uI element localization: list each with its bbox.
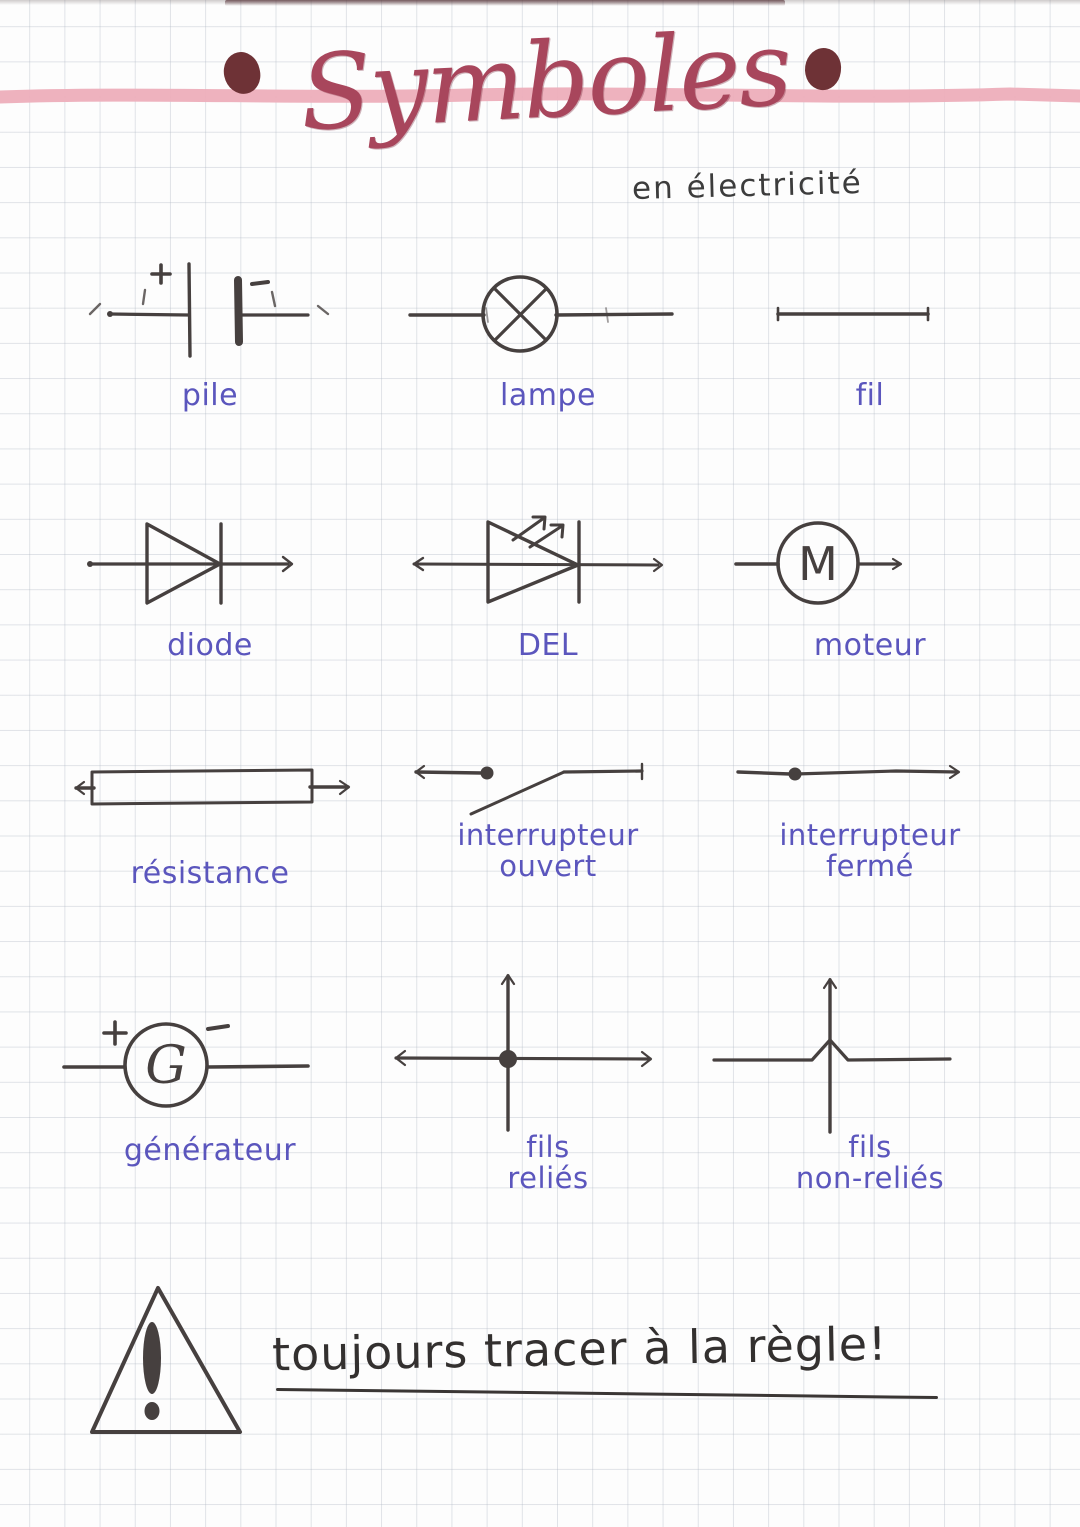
- symbol-cell-resistance: résistance: [40, 740, 380, 890]
- label-line-2: reliés: [507, 1161, 589, 1196]
- symbol-label-fil: fil: [855, 378, 885, 413]
- symbol-label-fils-relies: fils reliés: [378, 1130, 718, 1196]
- page-subtitle: en électricité: [631, 164, 864, 208]
- pink-highlighter-stroke: [0, 87, 1080, 104]
- label-line-2: ouvert: [499, 849, 597, 884]
- symbol-cell-diode: diode: [40, 502, 380, 662]
- generator-letter: G: [145, 1036, 187, 1096]
- diode-icon: [40, 502, 380, 652]
- symbol-label-pile: pile: [181, 378, 239, 413]
- wires-not-connected-icon: [700, 960, 1040, 1160]
- title-dot-right: [802, 45, 844, 93]
- symbol-cell-del: DEL: [378, 502, 718, 662]
- generator-circle-g-icon: G: [40, 995, 380, 1145]
- symbol-label-fils-non-relies: fils non-reliés: [700, 1130, 1040, 1196]
- battery-cell-icon: [40, 252, 380, 402]
- symbol-cell-pile: pile: [40, 252, 380, 412]
- label-line-1: interrupteur: [779, 818, 961, 852]
- symbol-label-interrupteur-ouvert: interrupteur ouvert: [378, 818, 718, 884]
- led-icon: [378, 502, 718, 652]
- symbol-cell-fil: fil: [700, 252, 1040, 412]
- lamp-crossed-circle-icon: [378, 252, 718, 402]
- page-title: Symboles: [297, 7, 793, 155]
- label-line-1: fils: [848, 1130, 892, 1164]
- symbol-cell-interrupteur-ferme: interrupteur fermé: [700, 740, 1040, 890]
- page-top-smudge: [225, 0, 785, 6]
- label-line-2: non-reliés: [795, 1161, 945, 1196]
- symbol-label-moteur: moteur: [813, 628, 927, 663]
- warning-triangle-exclamation-icon: [84, 1280, 264, 1450]
- symbol-cell-generateur: G générateur: [40, 995, 380, 1167]
- symbol-cell-moteur: M moteur: [700, 502, 1040, 662]
- motor-circle-m-icon: M: [700, 502, 1040, 652]
- switch-closed-icon: [700, 740, 1040, 890]
- motor-letter: M: [798, 537, 838, 591]
- symbol-label-interrupteur-ferme: interrupteur fermé: [700, 818, 1040, 884]
- symbol-cell-fils-non-relies: fils non-reliés: [700, 960, 1040, 1194]
- symbol-cell-interrupteur-ouvert: interrupteur ouvert: [378, 740, 718, 890]
- wire-line-icon: [700, 252, 1040, 402]
- symbol-cell-lampe: lampe: [378, 252, 718, 412]
- label-line-1: fils: [526, 1130, 570, 1164]
- symbol-label-diode: diode: [167, 628, 253, 663]
- label-line-1: interrupteur: [457, 818, 639, 852]
- wires-connected-icon: [378, 960, 718, 1160]
- symbol-label-del: DEL: [517, 628, 579, 663]
- symbol-label-resistance: résistance: [130, 856, 290, 891]
- symbol-cell-fils-relies: fils reliés: [378, 960, 718, 1194]
- resistor-rectangle-icon: [40, 740, 380, 890]
- symbol-label-lampe: lampe: [500, 378, 596, 413]
- symbol-label-generateur: générateur: [123, 1133, 297, 1168]
- switch-open-icon: [378, 740, 718, 890]
- label-line-2: fermé: [825, 849, 915, 884]
- warning-text: toujours tracer à la règle!: [271, 1316, 888, 1382]
- warning-underline: [276, 1387, 938, 1400]
